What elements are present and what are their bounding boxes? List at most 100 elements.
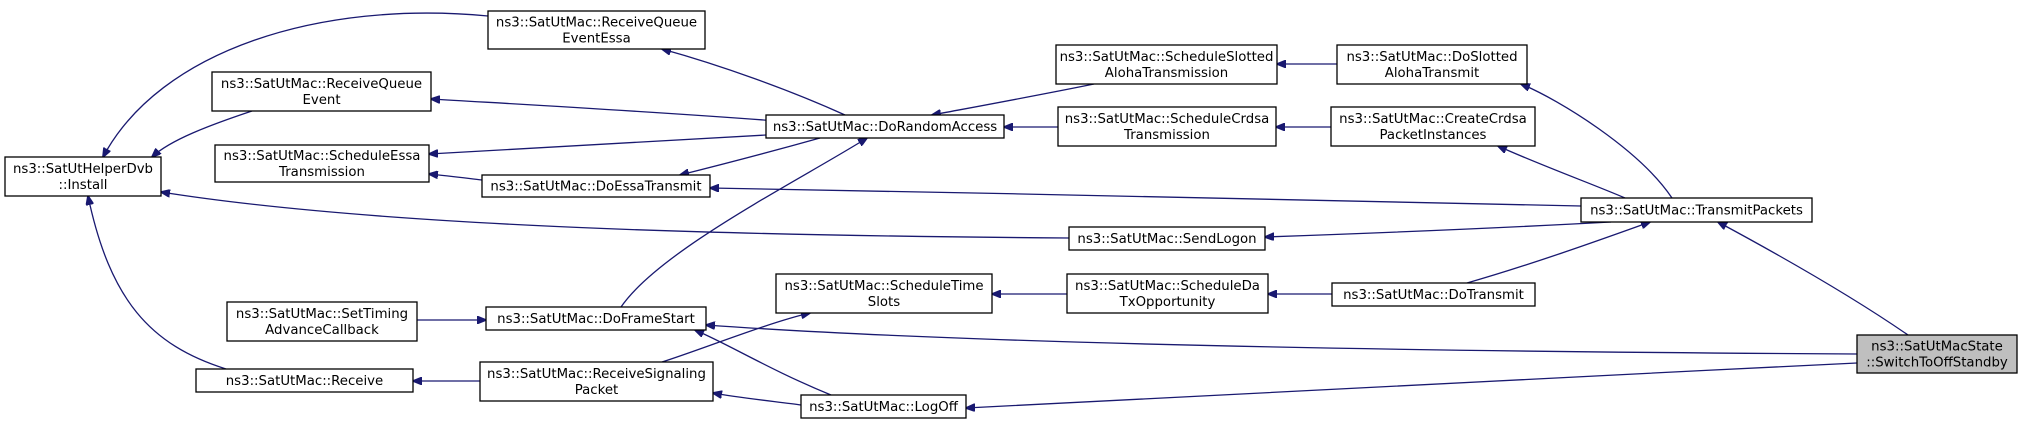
node-box xyxy=(4,156,162,197)
edge-log-off-to-receive-signaling-packet xyxy=(713,393,802,406)
node-create-crdsa-packet-instances[interactable]: ns3::SatUtMac::CreateCrdsaPacketInstance… xyxy=(1330,106,1536,147)
node-box xyxy=(1336,44,1528,85)
edge-switch-to-off-standby-to-do-frame-start xyxy=(706,325,1858,355)
node-box xyxy=(1068,226,1266,251)
node-label-line: AlohaTransmission xyxy=(1105,66,1228,81)
node-label-line: ns3::SatUtMac::ScheduleDa xyxy=(1075,279,1260,294)
node-box xyxy=(1330,106,1536,147)
node-label-line: PacketInstances xyxy=(1380,128,1487,143)
node-box xyxy=(1331,282,1536,307)
node-box xyxy=(1580,197,1813,223)
edge-log-off-to-do-frame-start xyxy=(695,330,832,396)
edge-transmit-packets-to-create-crdsa-packet-instances xyxy=(1498,146,1626,199)
node-receive[interactable]: ns3::SatUtMac::Receive xyxy=(195,368,414,393)
node-box xyxy=(1055,44,1278,85)
node-label-line: ns3::SatUtMac::CreateCrdsa xyxy=(1339,112,1527,127)
node-box xyxy=(485,306,707,331)
edge-receive-queue-event-to-install xyxy=(152,110,253,157)
node-do-essa-transmit[interactable]: ns3::SatUtMac::DoEssaTransmit xyxy=(481,174,711,198)
node-send-logon[interactable]: ns3::SatUtMac::SendLogon xyxy=(1068,226,1266,251)
node-box xyxy=(211,71,432,112)
node-label-line: Packet xyxy=(575,383,619,398)
node-box xyxy=(1066,273,1269,314)
node-label-line: EventEssa xyxy=(562,32,631,47)
edge-do-essa-transmit-to-schedule-essa-transmission xyxy=(429,174,483,181)
edge-receive-queue-event-essa-to-install xyxy=(103,12,489,157)
node-label-line: AdvanceCallback xyxy=(265,323,379,338)
edge-do-random-access-to-schedule-essa-transmission xyxy=(429,134,767,154)
node-label-line: ns3::SatUtMac::SendLogon xyxy=(1077,232,1256,247)
node-label-line: Transmission xyxy=(278,165,365,180)
node-box xyxy=(775,273,993,314)
node-label-line: Transmission xyxy=(1123,128,1210,143)
edge-schedule-time-slots-to-receive-signaling-packet xyxy=(661,313,810,363)
edge-switch-to-off-standby-to-transmit-packets xyxy=(1718,222,1909,336)
edge-schedule-slotted-aloha-transmission-to-do-random-access xyxy=(932,83,1095,115)
edge-send-logon-to-install xyxy=(161,192,1070,239)
edge-transmit-packets-to-send-logon xyxy=(1265,221,1612,237)
node-do-transmit[interactable]: ns3::SatUtMac::DoTransmit xyxy=(1331,282,1536,307)
node-box xyxy=(195,368,414,393)
node-label-line: AlohaTransmit xyxy=(1385,66,1480,81)
node-label-line: Event xyxy=(302,93,340,108)
node-box xyxy=(765,114,1005,139)
node-do-frame-start[interactable]: ns3::SatUtMac::DoFrameStart xyxy=(485,306,707,331)
node-box xyxy=(800,394,967,419)
node-label-line: ns3::SatUtMac::ScheduleSlotted xyxy=(1060,50,1274,65)
edge-receive-to-install xyxy=(88,196,227,370)
node-box xyxy=(481,174,711,198)
node-label-line: ns3::SatUtMac::DoTransmit xyxy=(1343,288,1524,303)
node-label-line: ns3::SatUtMac::ScheduleTime xyxy=(784,279,983,294)
node-install[interactable]: ns3::SatUtHelperDvb::Install xyxy=(4,156,162,197)
node-box xyxy=(479,361,714,402)
node-label-line: ns3::SatUtMac::ScheduleEssa xyxy=(224,149,421,164)
node-label-line: ::SwitchToOffStandby xyxy=(1866,356,2008,371)
node-do-random-access[interactable]: ns3::SatUtMac::DoRandomAccess xyxy=(765,114,1005,139)
node-box xyxy=(487,10,706,50)
edge-do-random-access-to-receive-queue-event xyxy=(431,99,778,122)
node-label-line: ns3::SatUtMac::TransmitPackets xyxy=(1590,204,1803,219)
node-label-line: ns3::SatUtMac::Receive xyxy=(226,374,383,389)
node-label-line: ns3::SatUtMac::ReceiveQueue xyxy=(221,77,422,92)
node-schedule-slotted-aloha-transmission[interactable]: ns3::SatUtMac::ScheduleSlottedAlohaTrans… xyxy=(1055,44,1278,85)
edges-layer xyxy=(88,12,1909,408)
node-box xyxy=(1856,334,2018,374)
node-label-line: ns3::SatUtMac::LogOff xyxy=(809,400,959,415)
node-label-line: ns3::SatUtMac::DoEssaTransmit xyxy=(490,180,701,195)
node-label-line: ns3::SatUtMacState xyxy=(1871,340,2003,355)
node-label-line: ns3::SatUtHelperDvb xyxy=(13,162,153,177)
node-label-line: ns3::SatUtMac::ScheduleCrdsa xyxy=(1065,112,1270,127)
node-label-line: ns3::SatUtMac::DoSlotted xyxy=(1346,50,1517,65)
nodes-layer: ns3::SatUtHelperDvb::Installns3::SatUtMa… xyxy=(4,10,2018,419)
node-switch-to-off-standby[interactable]: ns3::SatUtMacState::SwitchToOffStandby xyxy=(1856,334,2018,374)
edge-transmit-packets-to-do-slotted-aloha-transmit xyxy=(1521,84,1673,199)
node-box xyxy=(1057,106,1277,147)
edge-do-random-access-to-receive-queue-event-essa xyxy=(662,49,846,116)
edge-do-transmit-to-transmit-packets xyxy=(1466,222,1650,284)
edge-transmit-packets-to-do-essa-transmit xyxy=(710,188,1582,207)
node-label-line: TxOpportunity xyxy=(1119,295,1216,310)
node-log-off[interactable]: ns3::SatUtMac::LogOff xyxy=(800,394,967,419)
edge-do-random-access-to-do-essa-transmit xyxy=(680,137,821,175)
node-label-line: ns3::SatUtMac::DoFrameStart xyxy=(497,312,695,327)
node-label-line: ns3::SatUtMac::DoRandomAccess xyxy=(773,120,997,135)
edge-do-frame-start-to-do-random-access xyxy=(620,138,867,308)
node-box xyxy=(214,144,430,183)
edge-switch-to-off-standby-to-log-off xyxy=(966,362,1858,408)
node-label-line: ns3::SatUtMac::SetTiming xyxy=(236,307,408,322)
node-label-line: ::Install xyxy=(59,178,108,193)
node-transmit-packets[interactable]: ns3::SatUtMac::TransmitPackets xyxy=(1580,197,1813,223)
node-label-line: ns3::SatUtMac::ReceiveQueue xyxy=(496,16,697,31)
node-box xyxy=(226,301,418,342)
node-label-line: Slots xyxy=(868,295,900,310)
